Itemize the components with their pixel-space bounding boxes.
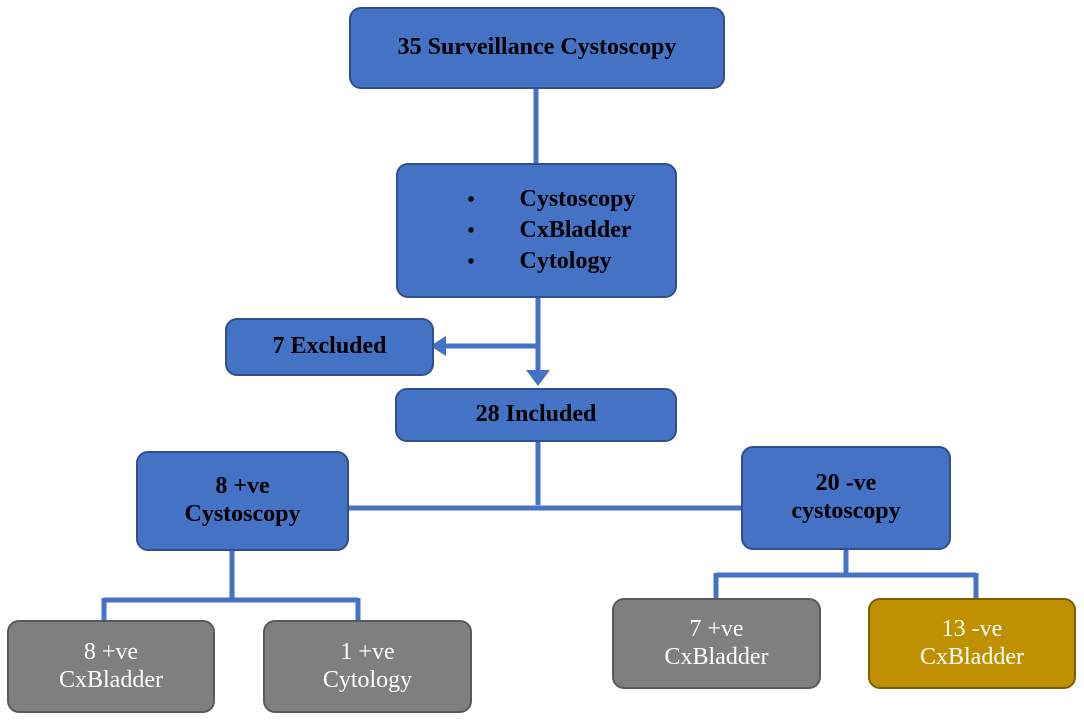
negative-cystoscopy-box: 20 -ve cystoscopy	[741, 446, 951, 550]
positive-cystoscopy-label: Cystoscopy	[184, 501, 301, 527]
tests-list-item: • Cystoscopy	[467, 184, 635, 215]
positive-cystoscopy-count: 8 +ve	[215, 473, 270, 500]
tests-item-label: Cytology	[519, 248, 612, 275]
negative-cystoscopy-label: cystoscopy	[791, 498, 901, 524]
neg-cystoscopy-positive-cxbladder-label: CxBladder	[664, 643, 769, 670]
arrowhead-excluded	[430, 336, 446, 356]
tests-list-item: • CxBladder	[467, 215, 635, 246]
positive-cytology-label: Cytology	[322, 666, 413, 693]
positive-cystoscopy-box: 8 +ve Cystoscopy	[136, 451, 349, 551]
positive-cytology-box: 1 +ve Cytology	[263, 620, 472, 713]
tests-item-label: Cystoscopy	[519, 185, 636, 212]
bullet-icon: •	[467, 188, 475, 211]
tests-box: • Cystoscopy • CxBladder • Cytology	[396, 163, 677, 298]
positive-cxbladder-label: CxBladder	[59, 666, 163, 693]
tests-item-label: CxBladder	[519, 216, 632, 243]
positive-cxbladder-count: 8 +ve	[83, 638, 139, 665]
surveillance-cystoscopy-box: 35 Surveillance Cystoscopy	[349, 7, 725, 89]
tests-list-item: • Cytology	[467, 246, 635, 277]
bullet-icon: •	[467, 251, 475, 274]
neg-cystoscopy-positive-cxbladder-box: 7 +ve CxBladder	[612, 598, 821, 689]
excluded-box: 7 Excluded	[225, 318, 434, 376]
positive-cxbladder-box: 8 +ve CxBladder	[7, 620, 215, 713]
bullet-icon: •	[467, 219, 475, 242]
excluded-label: 7 Excluded	[272, 333, 387, 360]
negative-cystoscopy-count: 20 -ve	[815, 470, 877, 497]
included-box: 28 Included	[395, 388, 677, 442]
neg-cystoscopy-negative-cxbladder-label: CxBladder	[920, 643, 1024, 670]
included-label: 28 Included	[475, 401, 597, 428]
neg-cystoscopy-positive-cxbladder-count: 7 +ve	[689, 615, 744, 642]
neg-cystoscopy-negative-cxbladder-box: 13 -ve CxBladder	[868, 598, 1076, 689]
arrowhead-included	[526, 370, 550, 386]
surveillance-cystoscopy-label: 35 Surveillance Cystoscopy	[397, 34, 677, 61]
tests-list: • Cystoscopy • CxBladder • Cytology	[467, 184, 635, 278]
neg-cystoscopy-negative-cxbladder-count: 13 -ve	[941, 615, 1003, 642]
positive-cytology-count: 1 +ve	[340, 638, 395, 665]
